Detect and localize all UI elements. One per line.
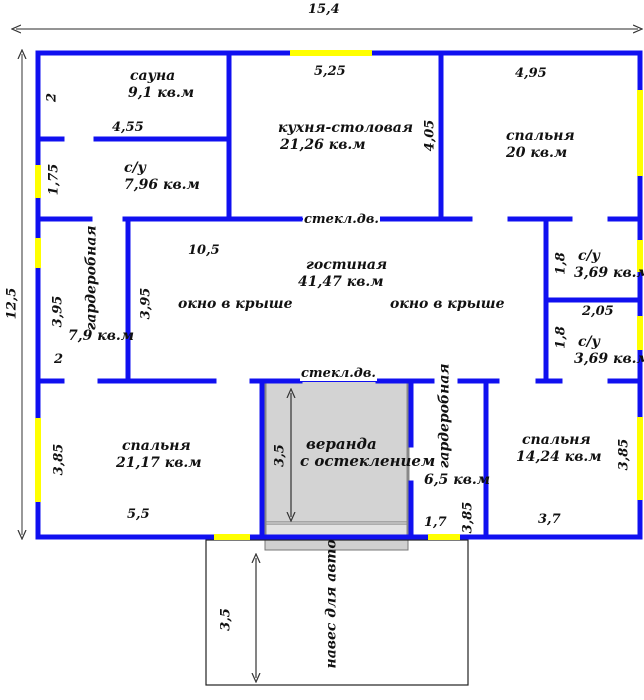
dim-wc2-height: 1,8 [553, 252, 569, 275]
overall-width-label: 15,4 [308, 2, 340, 17]
skylight-right-label: окно в крыше [390, 296, 505, 312]
room-living-name: гостиная [306, 257, 388, 273]
carport-outline [205, 539, 469, 686]
room-kitchen-name: кухня-столовая [278, 120, 414, 136]
room-bedroom-ne-area: 20 кв.м [506, 145, 568, 161]
room-wc2: с/у 3,69 кв.м [574, 248, 644, 282]
dim-kitchen-height: 4,05 [422, 119, 438, 152]
room-sauna-name: сауна [130, 68, 176, 84]
room-wc3: с/у 3,69 кв.м [574, 334, 644, 368]
room-wc3-area: 3,69 кв.м [574, 351, 644, 367]
room-sauna: сауна 9,1 кв.м [128, 68, 194, 102]
room-wc2-name: с/у [578, 248, 601, 264]
room-bedroom-sw: спальня 21,17 кв.м [116, 438, 202, 472]
dim-living-width: 10,5 [188, 243, 220, 258]
veranda-step-1 [264, 523, 409, 537]
glass-door-bottom-label: стекл.дв. [300, 366, 377, 381]
room-bedroom-ne-name: спальня [506, 128, 575, 144]
dim-bedroom-se-width: 3,7 [538, 512, 561, 527]
dim-wc3-height: 1,8 [553, 326, 569, 349]
dim-kitchen-width: 5,25 [314, 64, 346, 79]
room-wc2-area: 3,69 кв.м [574, 265, 644, 281]
dim-sauna-width: 4,55 [112, 120, 144, 135]
dim-bedroom-ne-width: 4,95 [515, 66, 547, 81]
room-living: гостиная 41,47 кв.м [298, 257, 387, 291]
dim-bedroom-se-height: 3,85 [616, 438, 632, 471]
room-living-area: 41,47 кв.м [298, 274, 384, 290]
room-veranda: веранда с остеклением [300, 436, 435, 470]
room-wc3-name: с/у [578, 334, 601, 350]
dim-carport-height: 3,5 [218, 608, 234, 631]
room-bedroom-sw-area: 21,17 кв.м [116, 455, 202, 471]
dim-bedroom-sw-height: 3,85 [51, 443, 67, 476]
room-bedroom-se-name: спальня [522, 432, 591, 448]
dim-wc-width: 2,05 [582, 304, 614, 319]
room-wc1-name: с/у [124, 160, 147, 176]
dim-wardrobe-s-width: 1,7 [424, 515, 447, 530]
skylight-left-label: окно в крыше [178, 296, 293, 312]
dim-bedroom-sw-width: 5,5 [127, 507, 150, 522]
room-wc1-area: 7,96 кв.м [124, 177, 200, 193]
room-wardrobe-w-area: 7,9 кв.м [68, 328, 135, 344]
room-veranda-line1: веранда [306, 435, 377, 453]
room-wardrobe-s-area: 6,5 кв.м [424, 472, 491, 488]
dim-wardrobe-w-small: 2 [54, 352, 64, 367]
dim-wc1-height: 1,75 [46, 163, 62, 196]
room-bedroom-se: спальня 14,24 кв.м [516, 432, 602, 466]
room-bedroom-ne: спальня 20 кв.м [506, 128, 575, 162]
room-bedroom-sw-name: спальня [122, 438, 191, 454]
room-bedroom-se-area: 14,24 кв.м [516, 449, 602, 465]
room-kitchen: кухня-столовая 21,26 кв.м [278, 120, 413, 154]
glass-door-top-label: стекл.дв. [303, 212, 380, 227]
room-wardrobe-s-name: гардеробная [436, 363, 453, 469]
room-sauna-area: 9,1 кв.м [128, 85, 195, 101]
dim-wardrobe-s-height: 3,85 [460, 501, 476, 534]
room-wc1: с/у 7,96 кв.м [124, 160, 200, 194]
room-veranda-line2: с остеклением [300, 452, 436, 470]
room-kitchen-area: 21,26 кв.м [280, 137, 366, 153]
dim-living-height: 3,95 [138, 287, 154, 320]
carport-label: навес для авто [323, 539, 340, 669]
dim-veranda-height: 3,5 [272, 444, 288, 467]
dim-wardrobe-w-height: 3,95 [50, 295, 66, 328]
room-wardrobe-w-name: гардеробная [83, 225, 100, 331]
dim-sauna-height: 2 [44, 92, 60, 103]
overall-depth-label: 12,5 [4, 287, 20, 320]
windows [35, 50, 643, 540]
